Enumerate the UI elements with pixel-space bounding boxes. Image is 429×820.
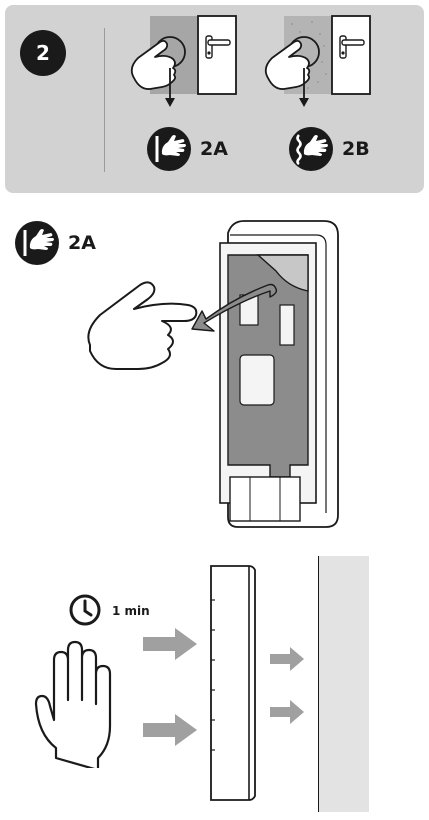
hand-wall-flat-icon-2a [15, 221, 59, 265]
wall-surface [318, 556, 369, 812]
adhesion-arrow-bottom [270, 700, 304, 724]
option-2b-label: 2B [342, 138, 370, 160]
step-number-badge: 2 [20, 30, 66, 76]
hand-wall-flat-icon [147, 127, 191, 171]
panel-divider [104, 28, 105, 172]
push-arrow-bottom [143, 714, 197, 746]
door-rough-surface-illustration [264, 15, 371, 107]
adhesion-arrow-top [270, 647, 304, 671]
door-flat-surface-illustration [130, 15, 237, 107]
push-arrow-top [143, 628, 197, 660]
section-2a-label: 2A [68, 232, 96, 254]
clock-icon [69, 594, 101, 626]
press-duration-label: 1 min [112, 604, 150, 618]
device-side-view-illustration [210, 565, 256, 801]
device-back-adhesive-illustration [87, 220, 339, 528]
open-hand-illustration [34, 640, 112, 768]
hand-wall-rough-icon [289, 127, 333, 171]
option-2a-label: 2A [200, 138, 228, 160]
